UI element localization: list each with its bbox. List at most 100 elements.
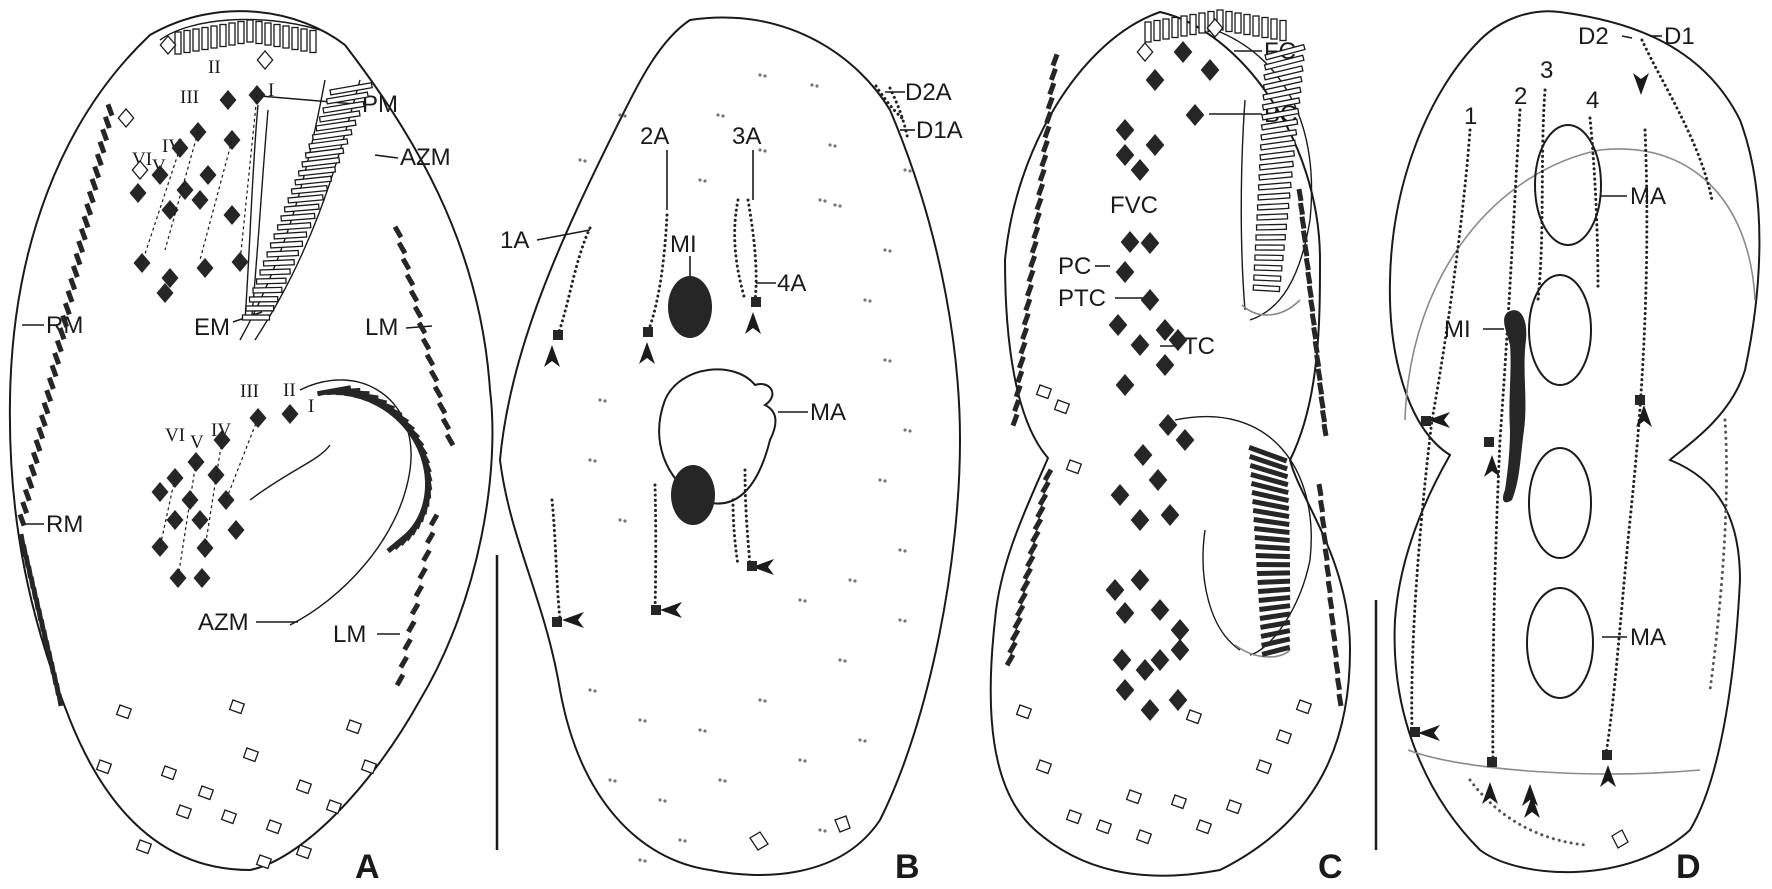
macronucleus-3-d [1528,447,1592,559]
azm-membranelle-a-11 [290,184,328,195]
azm-membranelle-c-low-20 [1260,619,1291,630]
right-marginal-row-a2-13 [51,672,59,686]
crest-membranelle-c-14 [1270,18,1278,40]
right-marginal-row-a-10 [78,227,88,241]
transverse-open-a-3 [242,747,260,763]
label-d2-d: D2 [1578,23,1609,50]
arrowhead-d-top [1633,73,1649,95]
arrowhead-b-4a [745,312,761,334]
open-cirrus-top-c-0 [1136,41,1154,63]
right-marginal-row-a2-6 [33,597,41,611]
cirrus-bottom-c-7 [1105,579,1125,601]
open-cirrus-top-a-1 [131,159,149,181]
left-marginal-row-c-3 [1300,230,1308,243]
basal-dot-b-b-35 [763,149,767,153]
cirrus-top-c-17 [1155,354,1175,376]
right-marginal-row-a-31 [22,488,32,502]
basal-dot-b-27 [718,778,722,782]
right-marginal-row-c-10 [1034,197,1044,211]
cirrus-bottom-a-8 [217,490,235,510]
macronucleus-2-d [1528,274,1592,386]
right-marginal-row-a-4 [94,153,104,167]
cirrus-top-a-9 [161,200,179,220]
arrowhead-b-lower3 [752,559,774,575]
azm-membranelle-c-low-8 [1253,516,1290,527]
azm-membranelle-c-low-4 [1250,481,1289,496]
kinety-terminal-d-4 [1487,757,1497,767]
basal-dot-b-b-13 [888,359,892,363]
basal-dot-b-b-30 [823,829,827,833]
roman-bottom-2: II [283,380,296,401]
right-marginal-row-c-20 [1018,341,1028,355]
transverse-open-a-15 [295,844,313,860]
right-marginal-row-a-16 [62,302,72,316]
right-marginal-row-a-19 [54,339,64,353]
arrowhead-d-bottom2 [1482,782,1498,804]
label-4a-b: 4A [777,270,806,297]
transverse-open-c-9 [1135,829,1153,845]
left-marginal-row-c2-6 [1325,580,1333,594]
cirrus-top-c-13 [1130,334,1150,356]
label-k3-d: 3 [1540,57,1553,84]
open-cirrus-b-1 [749,831,769,851]
arrowhead-d-bottom1 [1418,725,1440,741]
cirrus-bottom-a-11 [151,537,169,557]
left-marginal-row-c-12 [1314,354,1322,368]
right-marginal-row-c-9 [1036,183,1046,197]
cirrus-top-c-6 [1145,134,1165,156]
azm-bottom-membranelle-a-25 [386,527,416,554]
basal-dot-b-b-19 [593,689,597,693]
right-marginal-row-c-18 [1021,312,1031,326]
kinety-terminal-d-3 [1410,727,1420,737]
transverse-open-c-10 [1195,819,1213,835]
panel-letter-a: A [355,848,380,886]
basal-dot-b-26 [658,798,662,802]
cirrus-top-c-1 [1173,41,1193,63]
basal-dot-b-b-15 [883,479,887,483]
basal-dot-b-33 [638,858,642,862]
transverse-open-c-3 [1125,789,1143,805]
right-marginal-row-c2-11 [1014,604,1026,618]
panel-letter-b: B [895,848,920,886]
azm-membranelle-c-19 [1254,244,1285,251]
basal-dot-b-b-36 [823,199,827,203]
left-marginal-row-a2-8 [398,655,409,669]
right-marginal-row-a-12 [73,252,83,266]
azm-membranelle-a-6 [308,138,349,150]
basal-dot-b-2 [716,113,720,117]
cirrus-bottom-a-14 [169,568,187,588]
cirrus-top-c-7 [1130,159,1150,181]
kinety-3a-b [746,198,758,302]
basal-dot-b-0 [758,73,762,77]
label-tc-c: TC [1183,333,1215,360]
kinety-lower-2-b [653,483,658,612]
transverse-open-c-1 [1053,399,1071,415]
right-marginal-row-c2-9 [1020,579,1031,593]
azm-membranelle-c-low-6 [1252,499,1290,511]
right-marginal-row-a-32 [20,501,30,515]
cirrus-top-a-1 [219,90,237,110]
right-marginal-row-a-13 [70,265,80,279]
azm-membranelle-c-low-1 [1248,454,1288,472]
arrowhead-b-1a [544,345,560,367]
arrowhead-d-2 [1484,455,1500,477]
right-marginal-row-c-11 [1032,211,1042,225]
right-marginal-row-a2-8 [38,618,46,632]
transverse-open-a-14 [255,854,273,870]
left-marginal-row-c2-3 [1321,532,1329,545]
label-azm-a-bottom: AZM [198,609,249,636]
kinety-d2a-b [874,84,904,120]
crest-membranelle-c-15 [1279,19,1287,42]
label-mi-b: MI [670,231,697,258]
kinety-lower-3-b [743,468,752,567]
basal-dot-b-7 [833,203,837,207]
macronucleus-4-d [1526,587,1594,699]
transverse-open-c-2 [1065,459,1083,475]
left-marginal-row-a-0 [392,225,404,239]
azm-membranelle-c-17 [1255,223,1288,231]
crest-membranelle-c-1 [1153,19,1161,42]
azm-membranelle-c-18 [1255,234,1286,241]
azm-membranelle-c-23 [1252,284,1281,293]
kinety-terminal-b-1 [643,327,653,337]
